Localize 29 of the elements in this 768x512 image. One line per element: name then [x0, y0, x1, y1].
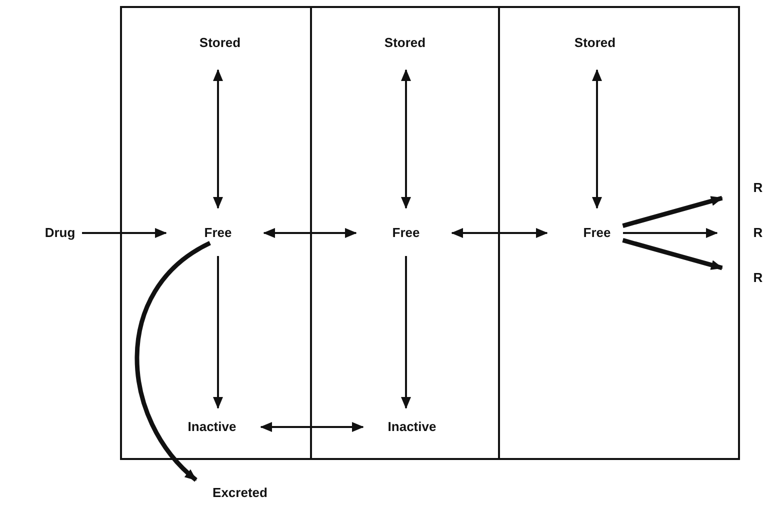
node-label: Drug: [40, 224, 80, 242]
arrow: [263, 228, 357, 238]
node-label: Stored: [190, 34, 250, 52]
node-label: R: [751, 269, 765, 287]
node-label: Inactive: [177, 418, 247, 436]
arrow: [213, 69, 223, 209]
arrow: [401, 69, 411, 209]
node-label: Inactive: [377, 418, 447, 436]
arrow: [82, 228, 167, 238]
arrow: [622, 196, 724, 228]
arrow: [592, 69, 602, 209]
arrow: [401, 256, 411, 409]
arrow: [260, 422, 364, 432]
node-label: Free: [198, 224, 238, 242]
node-label: R: [751, 224, 765, 242]
compartment-box: [120, 6, 312, 460]
node-label: R: [751, 179, 765, 197]
arrow: [213, 256, 223, 409]
node-label: Excreted: [204, 484, 276, 502]
node-label: Stored: [565, 34, 625, 52]
arrow: [622, 238, 724, 270]
arrow: [623, 228, 718, 238]
node-label: Free: [577, 224, 617, 242]
arrow: [134, 241, 212, 482]
compartment-box: [310, 6, 500, 460]
arrow: [451, 228, 548, 238]
compartment-box: [498, 6, 740, 460]
node-label: Stored: [375, 34, 435, 52]
node-label: Free: [386, 224, 426, 242]
